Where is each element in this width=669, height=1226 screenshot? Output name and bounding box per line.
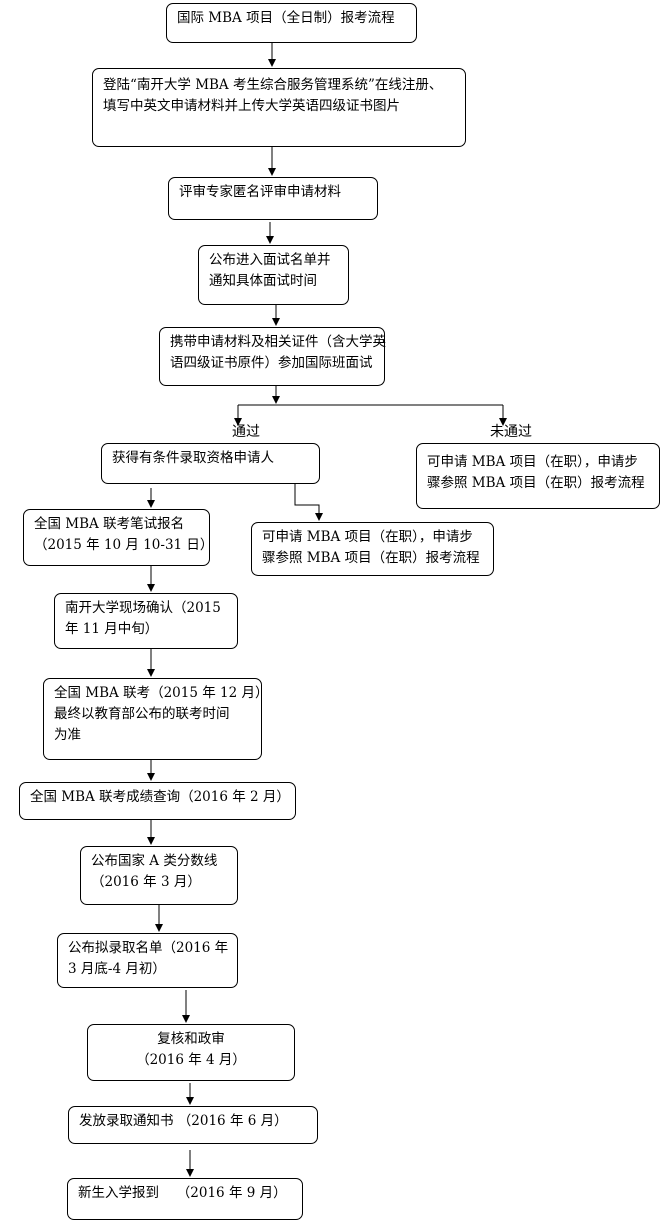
node-line: 骤参照 MBA 项目（在职）报考流程 (427, 475, 645, 491)
node-parttime-option-pass: 可申请 MBA 项目（在职），申请步 骤参照 MBA 项目（在职）报考流程 (251, 522, 494, 576)
node-admission-list: 公布拟录取名单（2016 年 3 月底-4 月初） (57, 933, 238, 988)
node-cutoff-line: 公布国家 A 类分数线 （2016 年 3 月） (80, 846, 238, 905)
node-line: 语四级证书原件）参加国际班面试 (170, 355, 373, 371)
node-line: 南开大学现场确认（2015 (65, 600, 221, 616)
node-line: （2016 年 4 月） (136, 1052, 246, 1068)
node-online-registration: 登陆“南开大学 MBA 考生综合服务管理系统”在线注册、 填写中英文申请材料并上… (92, 68, 466, 147)
node-line: （2015 年 10 月 10-31 日） (34, 537, 214, 553)
node-national-exam: 全国 MBA 联考（2015 年 12 月） 最终以教育部公布的联考时间 为准 (43, 678, 269, 760)
node-line: 公布国家 A 类分数线 (91, 853, 218, 869)
node-line: 获得有条件录取资格申请人 (112, 450, 274, 466)
node-line: 骤参照 MBA 项目（在职）报考流程 (262, 550, 480, 566)
node-line: 携带申请材料及相关证件（含大学英 (170, 334, 386, 350)
node-line: 年 11 月中旬） (65, 621, 159, 637)
node-line: 通知具体面试时间 (209, 273, 317, 289)
node-interview: 携带申请材料及相关证件（含大学英 语四级证书原件）参加国际班面试 (159, 327, 386, 386)
node-line: 全国 MBA 联考成绩查询（2016 年 2 月） (30, 789, 290, 805)
node-review-check: 复核和政审 （2016 年 4 月） (87, 1024, 295, 1081)
node-admission-letter: 发放录取通知书 （2016 年 6 月） (68, 1106, 318, 1144)
node-line: 可申请 MBA 项目（在职），申请步 (262, 529, 473, 545)
node-exam-registration: 全国 MBA 联考笔试报名 （2015 年 10 月 10-31 日） (23, 509, 214, 566)
node-score-query: 全国 MBA 联考成绩查询（2016 年 2 月） (19, 782, 296, 820)
node-line: 全国 MBA 联考（2015 年 12 月） (54, 685, 269, 701)
node-line: 可申请 MBA 项目（在职），申请步 (427, 454, 638, 470)
node-onsite-confirmation: 南开大学现场确认（2015 年 11 月中旬） (54, 593, 238, 649)
node-line: 复核和政审 (157, 1031, 225, 1047)
node-line: 全国 MBA 联考笔试报名 (34, 516, 185, 532)
node-process-title: 国际 MBA 项目（全日制）报考流程 (166, 3, 417, 43)
node-line: 公布拟录取名单（2016 年 (68, 940, 229, 956)
node-line: 为准 (54, 727, 81, 743)
arrow-n6-n8 (294, 484, 323, 521)
node-line: 国际 MBA 项目（全日制）报考流程 (177, 10, 395, 26)
node-line: 评审专家匿名评审申请材料 (179, 184, 341, 200)
node-parttime-option-fail: 可申请 MBA 项目（在职），申请步 骤参照 MBA 项目（在职）报考流程 (416, 443, 660, 509)
node-line: 最终以教育部公布的联考时间 (54, 706, 230, 722)
node-line: 填写中英文申请材料并上传大学英语四级证书图片 (103, 98, 400, 114)
node-line: 新生入学报到 （2016 年 9 月） (78, 1185, 287, 1201)
node-enrollment: 新生入学报到 （2016 年 9 月） (67, 1178, 303, 1220)
branch-label-fail: 未通过 (490, 424, 532, 440)
node-line: 公布进入面试名单并 (209, 252, 331, 268)
node-line: （2016 年 3 月） (91, 874, 201, 890)
node-line: 登陆“南开大学 MBA 考生综合服务管理系统”在线注册、 (103, 77, 443, 93)
node-expert-review: 评审专家匿名评审申请材料 (168, 177, 378, 220)
branch-label-pass: 通过 (232, 424, 260, 440)
node-conditional-admission: 获得有条件录取资格申请人 (101, 443, 320, 484)
node-line: 3 月底-4 月初） (68, 961, 166, 977)
node-line: 发放录取通知书 （2016 年 6 月） (79, 1113, 288, 1129)
node-interview-list: 公布进入面试名单并 通知具体面试时间 (198, 245, 349, 305)
